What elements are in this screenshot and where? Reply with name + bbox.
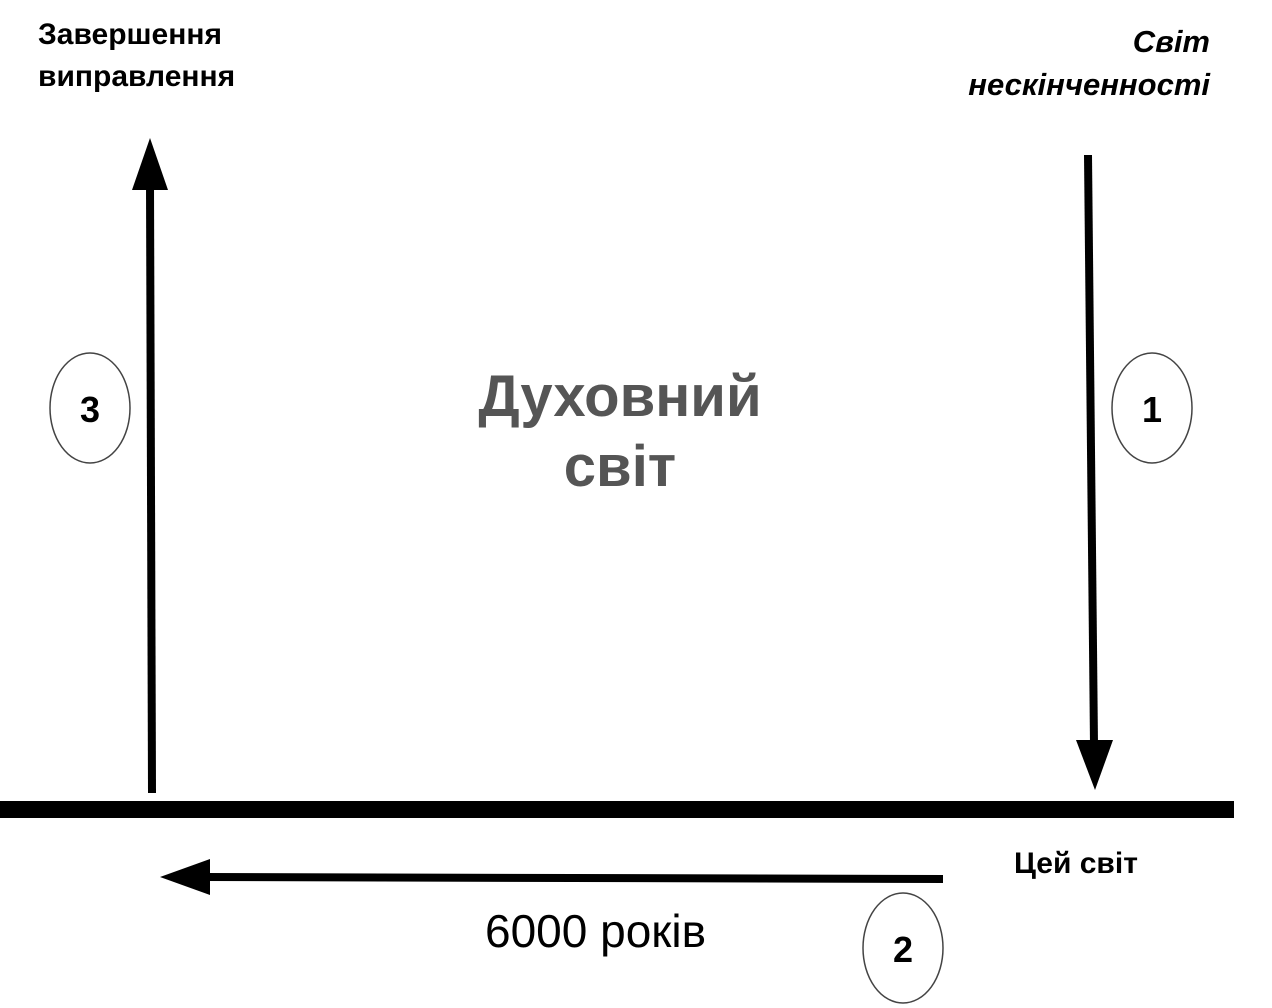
svg-text:1: 1 (1142, 389, 1162, 430)
step-badge-2: 2 (862, 892, 944, 1004)
spiritual-label-line2: світ (563, 434, 677, 499)
years-label: 6000 років (485, 905, 707, 957)
infinity-world-label: Світ нескінченності (968, 20, 1210, 106)
svg-text:3: 3 (80, 389, 100, 430)
completion-label-line2: виправлення (38, 60, 236, 93)
infinity-label-line1: Світ (1132, 24, 1210, 59)
step-badge-3: 3 (49, 352, 131, 464)
step-badge-1: 1 (1111, 352, 1193, 464)
spiritual-world-label: Духовний світ (420, 362, 820, 502)
completion-label-line1: Завершення (38, 18, 222, 51)
infinity-label-line2: нескінченності (968, 67, 1210, 102)
this-world-label: Цей світ (1014, 847, 1138, 880)
world-boundary-line (0, 801, 1234, 818)
down-arrow-step-1 (1076, 154, 1113, 790)
left-arrow-step-2 (160, 859, 944, 895)
completion-label: Завершення виправлення (38, 14, 235, 98)
up-arrow-step-3 (132, 138, 168, 794)
spiritual-label-line1: Духовний (478, 364, 762, 429)
svg-text:2: 2 (893, 929, 913, 970)
